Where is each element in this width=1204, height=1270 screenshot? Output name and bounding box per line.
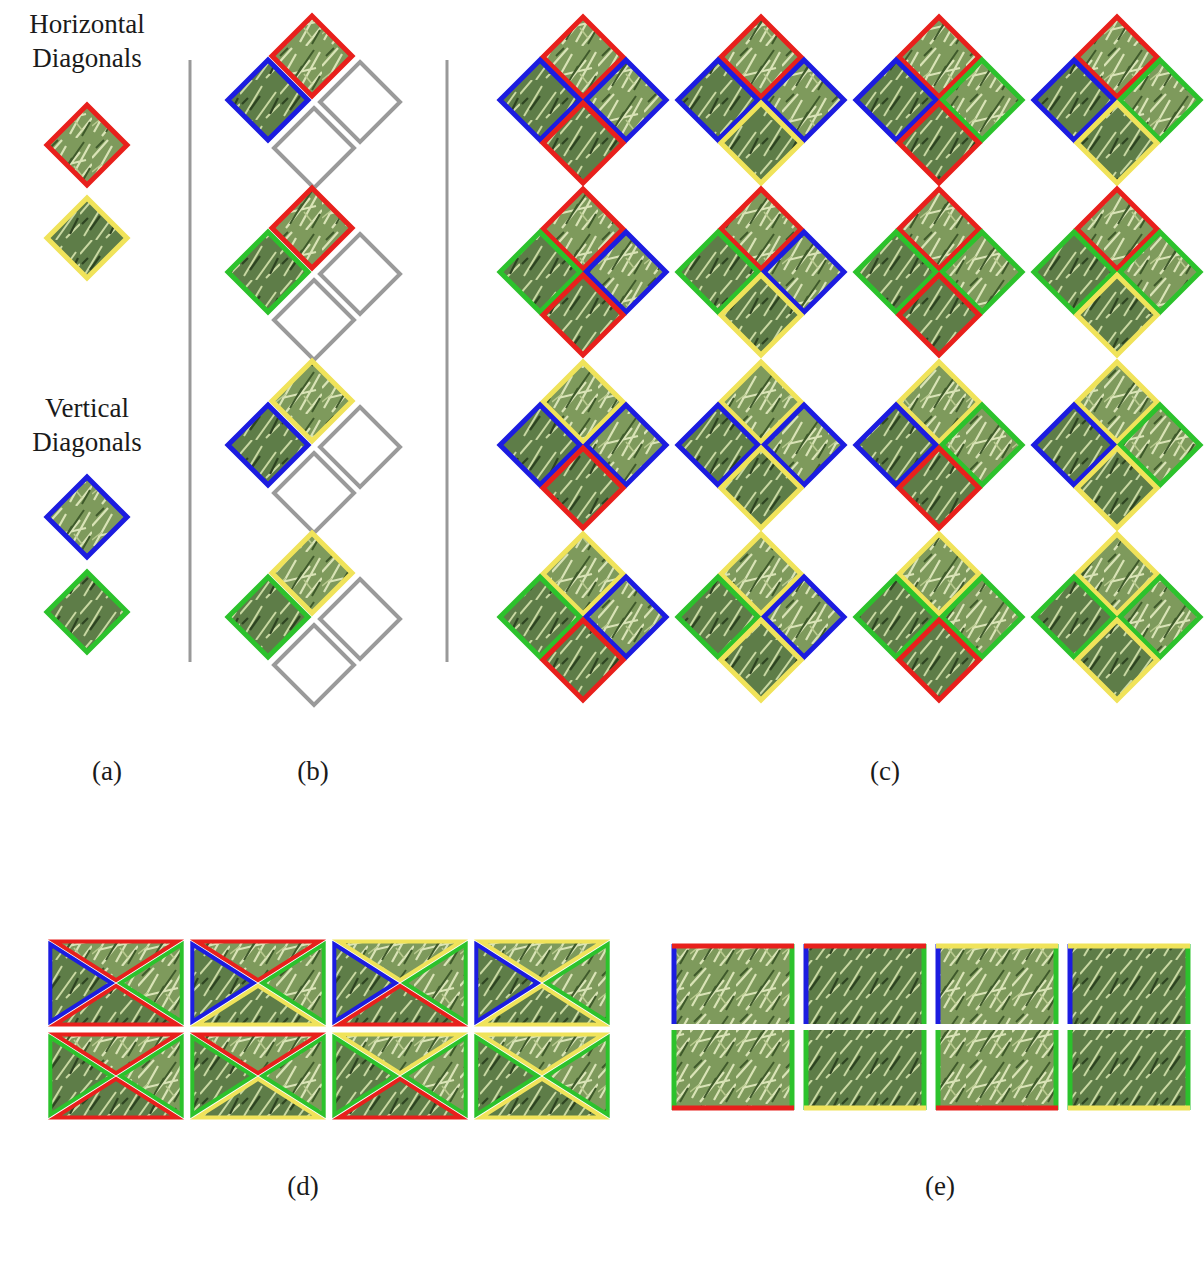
square-tile bbox=[1068, 944, 1190, 1024]
panel-label: (c) bbox=[845, 755, 925, 789]
triangle-tile bbox=[197, 1079, 319, 1118]
diamond-tile bbox=[47, 572, 127, 652]
diamond-tile bbox=[47, 477, 127, 557]
tile-edge bbox=[1068, 1106, 1190, 1111]
tile-edge bbox=[1054, 1030, 1059, 1110]
tile-group bbox=[47, 16, 1200, 1118]
diamond-tile bbox=[721, 620, 801, 700]
diamond-tile bbox=[1077, 448, 1157, 528]
empty-tile-slot bbox=[320, 62, 400, 142]
triangle-tile bbox=[55, 986, 177, 1025]
diamond-tile bbox=[899, 620, 979, 700]
tile-edge bbox=[936, 1106, 1058, 1111]
tile-edge bbox=[804, 944, 926, 949]
tile-edge bbox=[672, 1106, 794, 1111]
tile-edge bbox=[936, 944, 1058, 949]
diamond-tile bbox=[543, 448, 623, 528]
diamond-tile bbox=[543, 620, 623, 700]
panel-label: (a) bbox=[67, 755, 147, 789]
square-tile bbox=[936, 944, 1058, 1024]
panel-label: (e) bbox=[900, 1170, 980, 1204]
triangle-tile bbox=[197, 986, 319, 1025]
divider-lines bbox=[190, 60, 447, 662]
tile-edge bbox=[922, 944, 927, 1024]
tile-edge bbox=[1186, 944, 1191, 1024]
square-tile bbox=[1068, 1030, 1190, 1110]
tile-edge bbox=[672, 1030, 677, 1110]
tile-edge bbox=[936, 944, 941, 1024]
section-heading: Vertical Diagonals bbox=[12, 392, 162, 460]
divider-line bbox=[189, 60, 192, 662]
diamond-tile bbox=[899, 448, 979, 528]
empty-tile-slot bbox=[320, 234, 400, 314]
tile-edge bbox=[804, 944, 809, 1024]
square-tile bbox=[804, 944, 926, 1024]
diamond-tile bbox=[899, 275, 979, 355]
divider-line bbox=[446, 60, 449, 662]
empty-tile-slot bbox=[274, 625, 354, 705]
tile-edge bbox=[672, 944, 794, 949]
tile-edge bbox=[922, 1030, 927, 1110]
diamond-tile bbox=[1077, 620, 1157, 700]
tile-edge bbox=[1054, 944, 1059, 1024]
diamond-tile bbox=[47, 198, 127, 278]
square-tile bbox=[804, 1030, 926, 1110]
triangle-tile bbox=[339, 1079, 461, 1118]
diamond-tile bbox=[543, 275, 623, 355]
triangle-tile bbox=[481, 1079, 603, 1118]
triangle-tile bbox=[55, 1079, 177, 1118]
diamond-tile bbox=[543, 103, 623, 183]
diamond-tile bbox=[1077, 103, 1157, 183]
tile-edge bbox=[1068, 944, 1073, 1024]
panel-label: (d) bbox=[263, 1170, 343, 1204]
tile-edge bbox=[804, 1030, 809, 1110]
diamond-tile bbox=[899, 103, 979, 183]
square-tile bbox=[672, 1030, 794, 1110]
empty-tile-slot bbox=[274, 280, 354, 360]
empty-tile-slot bbox=[320, 407, 400, 487]
triangle-tile bbox=[481, 986, 603, 1025]
tile-edge bbox=[1068, 1030, 1073, 1110]
empty-tile-slot bbox=[274, 453, 354, 533]
diamond-tile bbox=[721, 103, 801, 183]
tile-edge bbox=[790, 1030, 795, 1110]
diamond-tile bbox=[1077, 275, 1157, 355]
triangle-tile bbox=[339, 986, 461, 1025]
panel-label: (b) bbox=[273, 755, 353, 789]
empty-tile-slot bbox=[320, 579, 400, 659]
tile-edge bbox=[672, 944, 677, 1024]
empty-tile-slot bbox=[274, 108, 354, 188]
section-heading: Horizontal Diagonals bbox=[12, 8, 162, 76]
square-tile bbox=[936, 1030, 1058, 1110]
tile-edge bbox=[804, 1106, 926, 1111]
diamond-tile bbox=[47, 105, 127, 185]
square-tile bbox=[672, 944, 794, 1024]
tile-edge bbox=[790, 944, 795, 1024]
diamond-tile bbox=[721, 448, 801, 528]
tile-edge bbox=[936, 1030, 941, 1110]
tile-edge bbox=[1186, 1030, 1191, 1110]
diamond-tile bbox=[721, 275, 801, 355]
tile-edge bbox=[1068, 944, 1190, 949]
